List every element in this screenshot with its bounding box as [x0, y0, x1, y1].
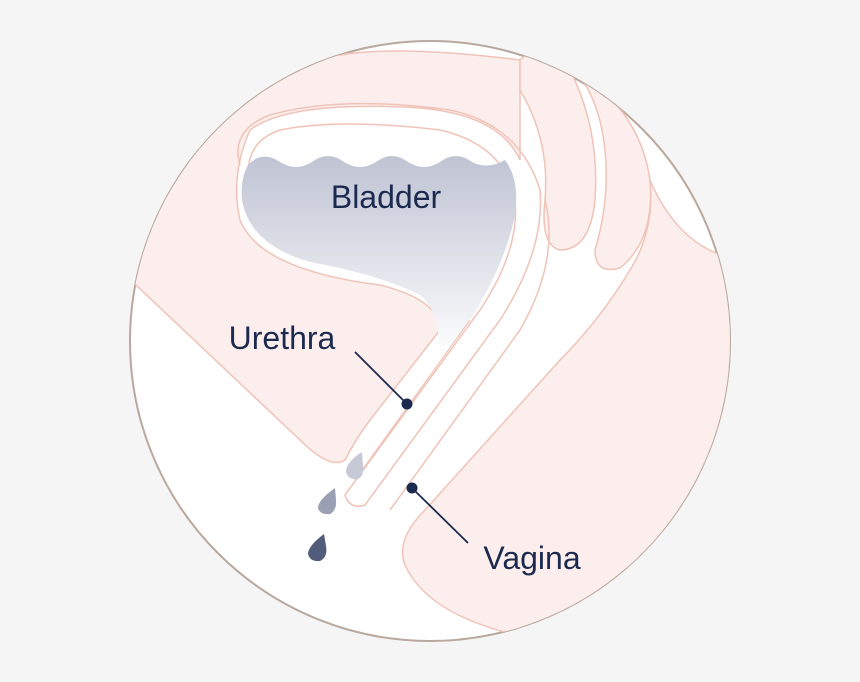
- vagina-leader-line: [411, 487, 469, 544]
- urethra-leader-line: [354, 351, 408, 405]
- pubic-tissue: [130, 50, 521, 464]
- bladder-wall: [237, 102, 542, 507]
- water-drop-icon: [346, 452, 364, 480]
- bladder-fill: [241, 156, 517, 360]
- bladder-label: Bladder: [331, 179, 442, 215]
- vagina-marker-dot: [406, 482, 418, 494]
- water-drop-icon: [308, 534, 327, 562]
- urethra-channel: [354, 319, 471, 481]
- vaginal-wall: [389, 199, 550, 511]
- water-drop-icon: [318, 488, 337, 515]
- urethra-label: Urethra: [229, 320, 336, 356]
- urethra-marker-dot: [401, 398, 413, 410]
- vagina-label: Vagina: [483, 540, 580, 576]
- rectum-tissue: [574, 69, 652, 271]
